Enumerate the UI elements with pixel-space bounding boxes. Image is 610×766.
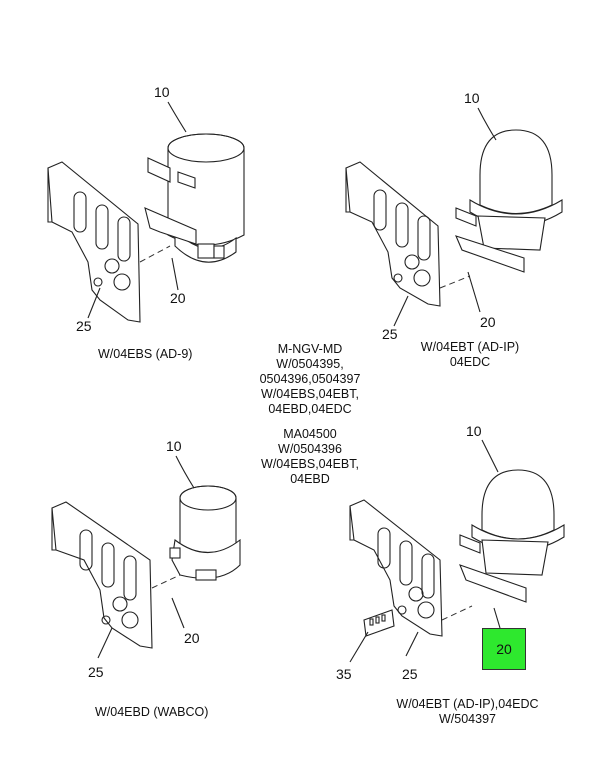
callout-20-bottom-left: 20 xyxy=(184,630,200,646)
leader-lines xyxy=(87,101,501,663)
callout-10-top-right: 10 xyxy=(464,90,480,106)
callout-25-bottom-left: 25 xyxy=(88,664,104,680)
center-note-2-line-1: MA04500 xyxy=(283,427,337,441)
caption-bottom-left: W/04EBD (WABCO) xyxy=(95,705,209,719)
caption-top-right-line-1: W/04EBT (AD-IP) xyxy=(420,340,520,354)
caption-top-right: W/04EBT (AD-IP) 04EDC xyxy=(415,340,525,370)
center-note-1-line-3: 0504396,0504397 xyxy=(259,372,361,386)
bottom-right-assembly xyxy=(349,469,565,637)
callout-25-top-left: 25 xyxy=(76,318,92,334)
caption-bottom-right: W/04EBT (AD-IP),04EDC W/504397 xyxy=(390,697,545,727)
center-note-2-line-2: W/0504396 xyxy=(278,442,342,456)
top-left-assembly xyxy=(47,133,245,323)
center-note-1: M-NGV-MD W/0504395, 0504396,0504397 W/04… xyxy=(250,342,370,417)
caption-bottom-right-line-1: W/04EBT (AD-IP),04EDC xyxy=(396,697,539,711)
callout-25-bottom-right: 25 xyxy=(402,666,418,682)
center-note-1-line-5: 04EBD,04EDC xyxy=(268,402,352,416)
callout-10-bottom-left: 10 xyxy=(166,438,182,454)
callout-20-top-left: 20 xyxy=(170,290,186,306)
caption-bottom-right-line-2: W/504397 xyxy=(439,712,496,726)
center-note-2: MA04500 W/0504396 W/04EBS,04EBT, 04EBD xyxy=(250,427,370,487)
center-note-2-line-4: 04EBD xyxy=(290,472,330,486)
center-note-1-line-1: M-NGV-MD xyxy=(277,342,343,356)
callout-10-top-left: 10 xyxy=(154,84,170,100)
callout-35-bottom-right: 35 xyxy=(336,666,352,682)
top-right-assembly xyxy=(345,129,563,307)
center-note-1-line-4: W/04EBS,04EBT, xyxy=(261,387,359,401)
bottom-left-assembly xyxy=(51,485,241,649)
callout-20-top-right: 20 xyxy=(480,314,496,330)
caption-top-left: W/04EBS (AD-9) xyxy=(98,347,193,361)
caption-top-right-line-2: 04EDC xyxy=(449,355,491,369)
callout-10-bottom-right: 10 xyxy=(466,423,482,439)
center-note-2-line-3: W/04EBS,04EBT, xyxy=(261,457,359,471)
callout-20-bottom-right-highlighted[interactable]: 20 xyxy=(482,628,526,670)
center-note-1-line-2: W/0504395, xyxy=(276,357,344,371)
callout-25-top-right: 25 xyxy=(382,326,398,342)
